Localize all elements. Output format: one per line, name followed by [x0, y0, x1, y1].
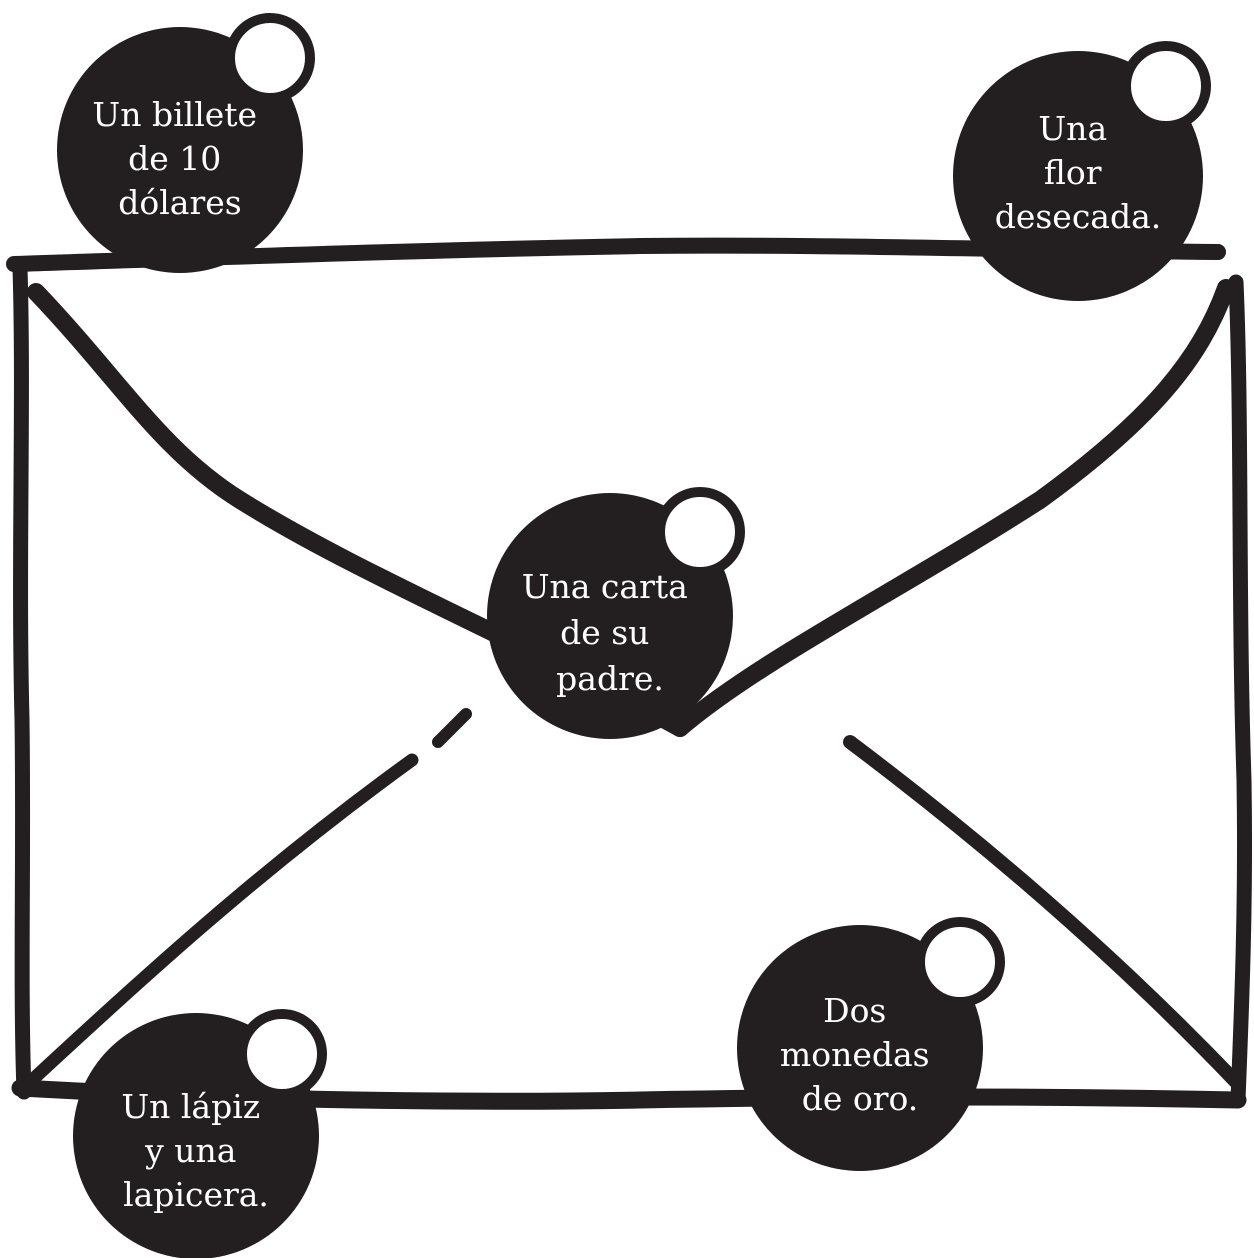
- envelope-flap-right: [671, 279, 1235, 737]
- envelope-right-edge: [1228, 274, 1253, 1108]
- bubble-circle: [737, 925, 983, 1171]
- envelope-left-edge: [12, 260, 32, 1100]
- bubble-ring: [655, 487, 745, 577]
- bubble-carta: Una carta de su padre.: [487, 487, 745, 739]
- bubble-monedas-text: Dos monedas de oro.: [780, 991, 940, 1118]
- bubble-lapiz-text: Un lápiz y una lapicera.: [121, 1087, 270, 1214]
- bubble-carta-text: Una carta de su padre.: [522, 567, 699, 698]
- bubble-ring: [1121, 41, 1211, 131]
- bubble-billete-text: Un billete de 10 dólares: [92, 95, 267, 222]
- bubble-ring: [915, 917, 1005, 1007]
- bubble-ring: [225, 13, 315, 103]
- bubble-lapiz: Un lápiz y una lapicera.: [73, 1009, 327, 1258]
- bubble-billete: Un billete de 10 dólares: [57, 13, 315, 273]
- bubble-flor: Una flor desecada.: [953, 41, 1211, 301]
- envelope-lower-left-dash: [432, 708, 472, 748]
- bubble-ring: [237, 1009, 327, 1099]
- envelope-lower-left-diagonal: [23, 753, 419, 1089]
- bubble-flor-text: Una flor desecada.: [995, 109, 1162, 236]
- envelope-lower-right-diagonal: [843, 735, 1245, 1091]
- bubble-monedas: Dos monedas de oro.: [737, 917, 1005, 1171]
